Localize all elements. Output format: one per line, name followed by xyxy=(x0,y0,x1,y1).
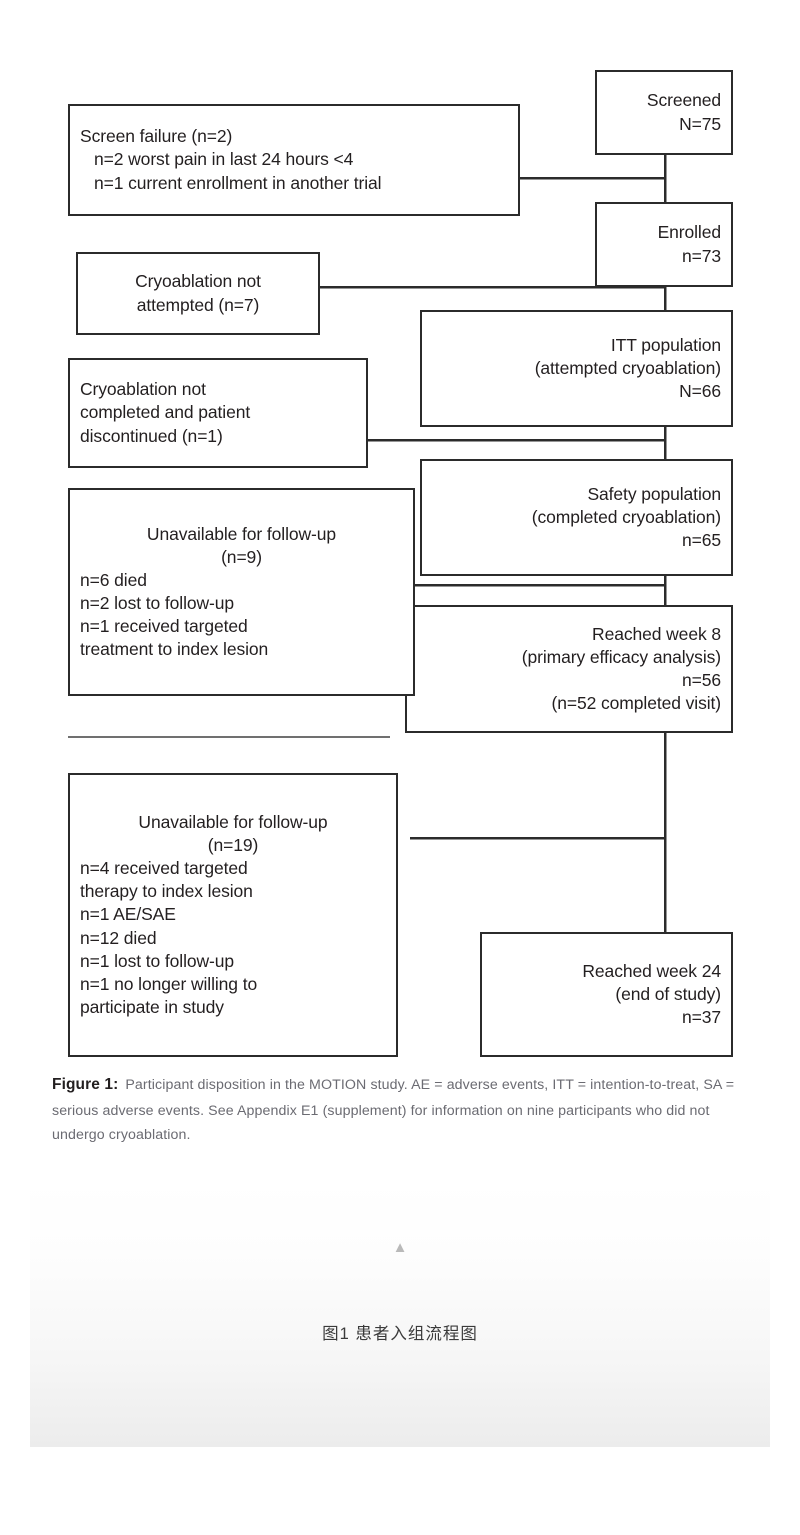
node-unavailable-9-line-4: n=2 lost to follow-up xyxy=(80,593,235,613)
node-screen-failure-line-3: n=1 current enrollment in another trial xyxy=(94,172,382,193)
node-week24-count: n=37 xyxy=(681,1007,721,1028)
node-unavailable-9: Unavailable for follow-up (n=9) n=6 died… xyxy=(68,488,415,696)
collapse-triangle-icon[interactable]: ▲ xyxy=(392,1239,408,1256)
node-safety-line-1: Safety population xyxy=(587,483,721,504)
node-screen-failure-line-1: Screen failure (n=2) xyxy=(80,126,233,147)
node-reached-week-24: Reached week 24 (end of study) n=37 xyxy=(480,932,733,1057)
node-unavailable-9-count: (n=9) xyxy=(221,546,262,567)
node-cryo-not-completed-line-2: completed and patient xyxy=(80,402,251,423)
node-safety-line-2: (completed cryoablation) xyxy=(531,506,721,527)
node-enrolled-line-1: Enrolled xyxy=(657,222,722,243)
node-week8-count: n=56 xyxy=(681,670,721,690)
node-unavailable-19-line-5: n=1 AE/SAE xyxy=(80,904,176,925)
node-safety-population: Safety population (completed cryoablatio… xyxy=(420,459,733,576)
node-unavailable-19: Unavailable for follow-up (n=19) n=4 rec… xyxy=(68,773,398,1057)
node-cryo-not-attempted: Cryoablation not attempted (n=7) xyxy=(76,252,320,335)
node-screen-failure: Screen failure (n=2) n=2 worst pain in l… xyxy=(68,104,520,216)
chinese-figure-caption: 图1 患者入组流程图 xyxy=(322,1325,478,1343)
node-week8-line-4: (n=52 completed visit) xyxy=(551,693,722,714)
node-unavailable-19-title: Unavailable for follow-up xyxy=(138,812,328,833)
flowchart: Screened N=75 Enrolled n=73 ITT populati… xyxy=(68,70,733,1057)
node-unavailable-19-line-7: n=1 lost to follow-up xyxy=(80,950,235,971)
figure-caption-text: Participant disposition in the MOTION st… xyxy=(52,1077,735,1144)
node-screened-line-1: Screened xyxy=(646,90,721,111)
node-unavailable-9-title: Unavailable for follow-up xyxy=(146,523,337,544)
node-itt-population: ITT population (attempted cryoablation) … xyxy=(420,310,733,427)
node-unavailable-19-line-9: participate in study xyxy=(80,996,224,1017)
node-cryo-not-completed-line-1: Cryoablation not xyxy=(80,379,206,400)
node-itt-count: N=66 xyxy=(679,381,721,402)
node-unavailable-9-line-6: treatment to index lesion xyxy=(80,639,269,660)
node-enrolled: Enrolled n=73 xyxy=(595,202,733,287)
node-cryo-not-completed: Cryoablation not completed and patient d… xyxy=(68,358,368,468)
node-unavailable-9-line-5: n=1 received targeted xyxy=(80,616,248,637)
node-enrolled-count: n=73 xyxy=(681,245,721,266)
node-itt-line-1: ITT population xyxy=(610,334,721,355)
node-cryo-not-completed-line-3: discontinued (n=1) xyxy=(80,425,223,446)
node-week24-line-1: Reached week 24 xyxy=(582,960,721,981)
node-unavailable-19-line-4: therapy to index lesion xyxy=(80,881,253,902)
node-cryo-not-attempted-line-2: attempted (n=7) xyxy=(136,294,260,315)
node-itt-line-2: (attempted cryoablation) xyxy=(534,357,721,378)
node-reached-week-8: Reached week 8 (primary efficacy analysi… xyxy=(405,605,733,733)
node-unavailable-19-line-8: n=1 no longer willing to xyxy=(80,973,258,994)
node-unavailable-19-count: (n=19) xyxy=(207,835,259,856)
node-unavailable-19-line-6: n=12 died xyxy=(80,927,157,948)
node-week24-line-2: (end of study) xyxy=(615,983,721,1004)
node-unavailable-9-line-3: n=6 died xyxy=(80,569,147,590)
node-unavailable-19-line-3: n=4 received targeted xyxy=(80,858,248,879)
node-week8-line-2: (primary efficacy analysis) xyxy=(521,646,721,667)
node-safety-count: n=65 xyxy=(681,530,721,551)
figure-caption: Figure 1:Participant disposition in the … xyxy=(52,1072,752,1148)
node-screened: Screened N=75 xyxy=(595,70,733,155)
node-screen-failure-line-2: n=2 worst pain in last 24 hours <4 xyxy=(94,149,354,170)
node-cryo-not-attempted-line-1: Cryoablation not xyxy=(135,271,261,292)
node-week8-line-1: Reached week 8 xyxy=(592,623,721,644)
figure-label: Figure 1: xyxy=(52,1076,119,1093)
node-screened-count: N=75 xyxy=(679,113,721,134)
